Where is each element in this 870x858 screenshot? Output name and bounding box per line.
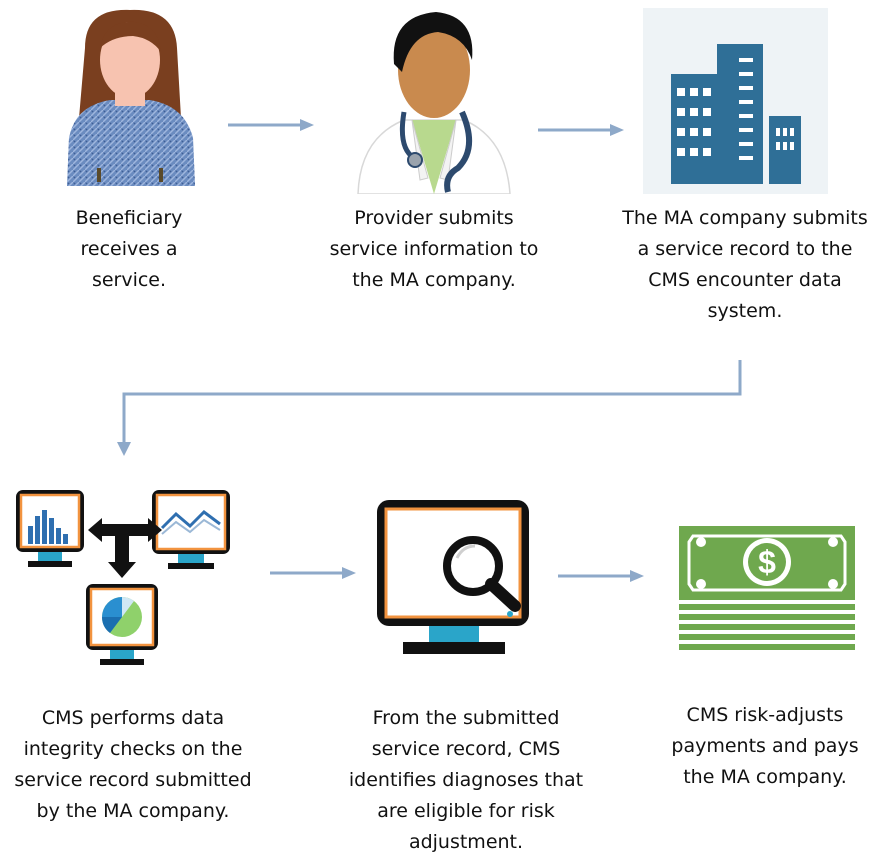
magnifier-monitor-icon xyxy=(377,500,529,654)
flow-arrow xyxy=(538,124,624,136)
connector-arrow xyxy=(117,360,742,456)
provider-icon xyxy=(357,12,511,194)
step-caption: CMS performs data integrity checks on th… xyxy=(14,707,252,822)
monitors-icon xyxy=(16,490,230,665)
flow-arrow xyxy=(558,570,644,582)
beneficiary-icon xyxy=(67,9,195,186)
flow-arrow xyxy=(270,567,356,579)
building-icon xyxy=(643,8,828,194)
dollar-sign-icon: $ xyxy=(758,544,776,580)
step-caption: Provider submits service information to … xyxy=(329,207,539,291)
flow-arrow xyxy=(228,119,314,131)
step-caption: From the submitted service record, CMS i… xyxy=(348,707,584,853)
step-caption: Beneficiary receives a service. xyxy=(75,207,183,291)
step-caption: CMS risk-adjusts payments and pays the M… xyxy=(671,704,859,788)
step-caption: The MA company submits a service record … xyxy=(622,207,868,322)
money-stack-icon: $ xyxy=(679,526,855,650)
